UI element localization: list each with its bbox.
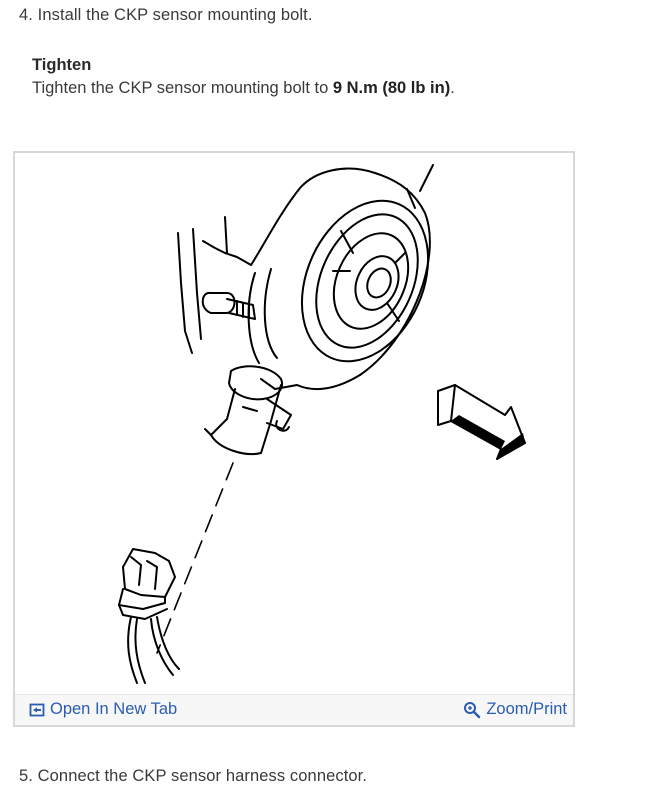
tighten-title: Tighten <box>32 56 92 74</box>
figure-panel: Open In New Tab Zoom/Print <box>13 151 575 727</box>
tighten-text-after: . <box>450 79 455 97</box>
zoom-print-label: Zoom/Print <box>486 700 567 718</box>
tighten-note: Tighten Tighten the CKP sensor mounting … <box>32 56 455 98</box>
open-in-new-tab-icon <box>29 703 45 716</box>
step-5-instruction: 5. Connect the CKP sensor harness connec… <box>19 767 368 785</box>
step-4-instruction: 4. Install the CKP sensor mounting bolt. <box>19 6 313 24</box>
ckp-sensor-illustration[interactable] <box>15 153 573 695</box>
figure-toolbar: Open In New Tab Zoom/Print <box>15 694 573 725</box>
tighten-text: Tighten the CKP sensor mounting bolt to … <box>32 79 455 98</box>
tighten-text-before: Tighten the CKP sensor mounting bolt to <box>32 79 333 97</box>
open-in-new-tab-label: Open In New Tab <box>50 700 178 718</box>
torque-spec: 9 N.m (80 lb in) <box>332 79 451 97</box>
open-in-new-tab-link[interactable]: Open In New Tab <box>29 700 177 719</box>
zoom-print-link[interactable]: Zoom/Print <box>463 700 567 719</box>
magnifier-icon <box>464 701 481 718</box>
